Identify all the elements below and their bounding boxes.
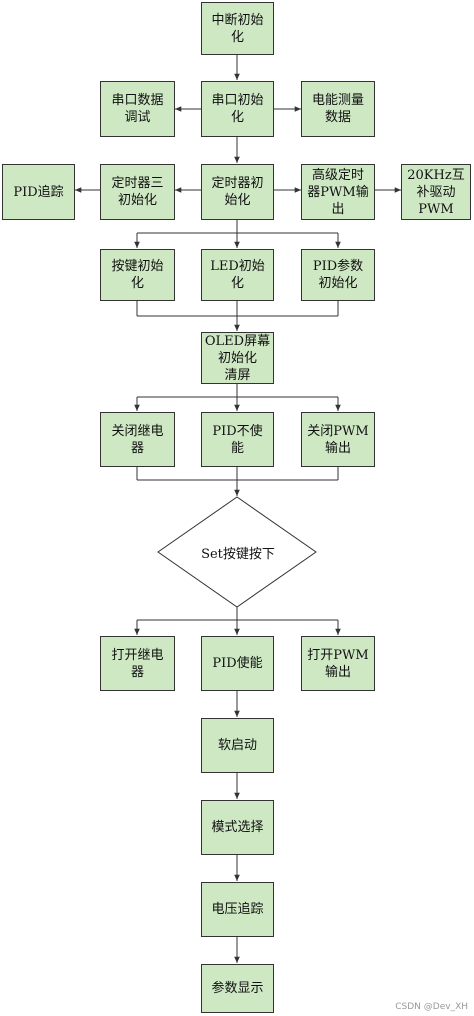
pid-param-init-box: PID参数 初始化: [301, 249, 375, 301]
soft-start-box: 软启动: [201, 718, 274, 773]
set-key-pressed-label: Set按键按下: [201, 546, 275, 562]
pid-enable-box: PID使能: [201, 636, 274, 691]
pwm-20khz-box: 20KHz互 补驱动 PWM: [401, 164, 471, 220]
timer3-init-box: 定时器三 初始化: [100, 164, 175, 220]
watermark: CSDN @Dev_XH: [395, 1002, 468, 1012]
adv-timer-pwm-box: 高级定时 器PWM输 出: [301, 164, 375, 220]
uart-init-box: 串口初始 化: [201, 81, 274, 137]
timer-init-box: 定时器初 始化: [201, 164, 274, 220]
relay-on-box: 打开继电 器: [100, 636, 175, 691]
uart-debug-box: 串口数据 调试: [100, 81, 175, 137]
decision-diamond: [157, 496, 317, 608]
power-measure-box: 电能测量 数据: [301, 81, 375, 137]
pid-track-box: PID追踪: [2, 164, 75, 220]
pwm-on-box: 打开PWM 输出: [301, 636, 375, 691]
relay-off-box: 关闭继电 器: [100, 412, 175, 467]
interrupt-init-box: 中断初始 化: [201, 2, 274, 55]
mode-select-box: 模式选择: [201, 800, 274, 855]
pwm-off-box: 关闭PWM 输出: [301, 412, 375, 467]
voltage-track-box: 电压追踪: [201, 882, 274, 937]
param-display-box: 参数显示: [201, 964, 274, 1013]
pid-disable-box: PID不使 能: [201, 412, 274, 467]
oled-init-box: OLED屏幕 初始化 清屏: [201, 332, 274, 384]
led-init-box: LED初始 化: [201, 249, 274, 301]
key-init-box: 按键初始 化: [100, 249, 175, 301]
